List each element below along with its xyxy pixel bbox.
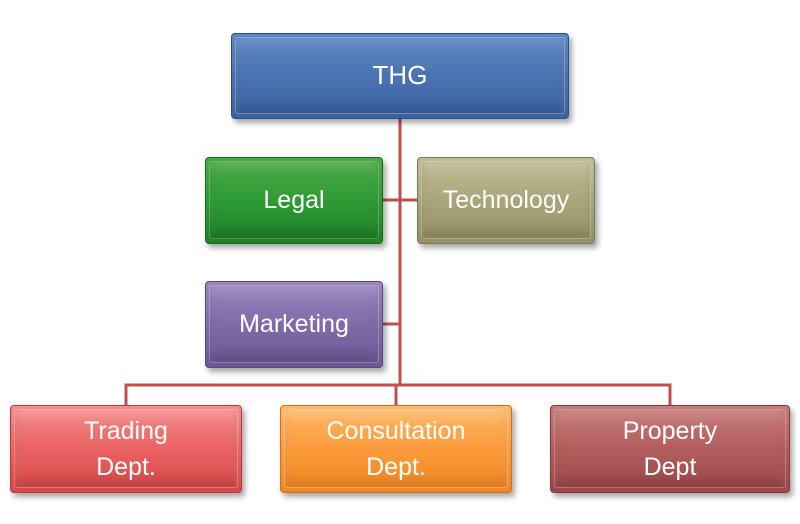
node-consultation-dept: Consultation Dept.: [280, 405, 512, 493]
node-trading-dept-label: Trading Dept.: [84, 416, 168, 481]
node-legal-label: Legal: [263, 186, 325, 215]
node-trading-dept: Trading Dept.: [10, 405, 242, 493]
node-thg: THG: [231, 33, 569, 119]
node-thg-label: THG: [372, 60, 428, 91]
node-legal: Legal: [205, 157, 383, 244]
node-property-dept-label: Property Dept: [622, 416, 718, 481]
node-technology-label: Technology: [442, 186, 570, 215]
node-property-dept: Property Dept: [550, 405, 790, 493]
node-technology: Technology: [417, 157, 595, 244]
node-marketing: Marketing: [205, 281, 383, 368]
node-consultation-dept-label: Consultation Dept.: [326, 416, 466, 481]
node-marketing-label: Marketing: [239, 310, 349, 339]
